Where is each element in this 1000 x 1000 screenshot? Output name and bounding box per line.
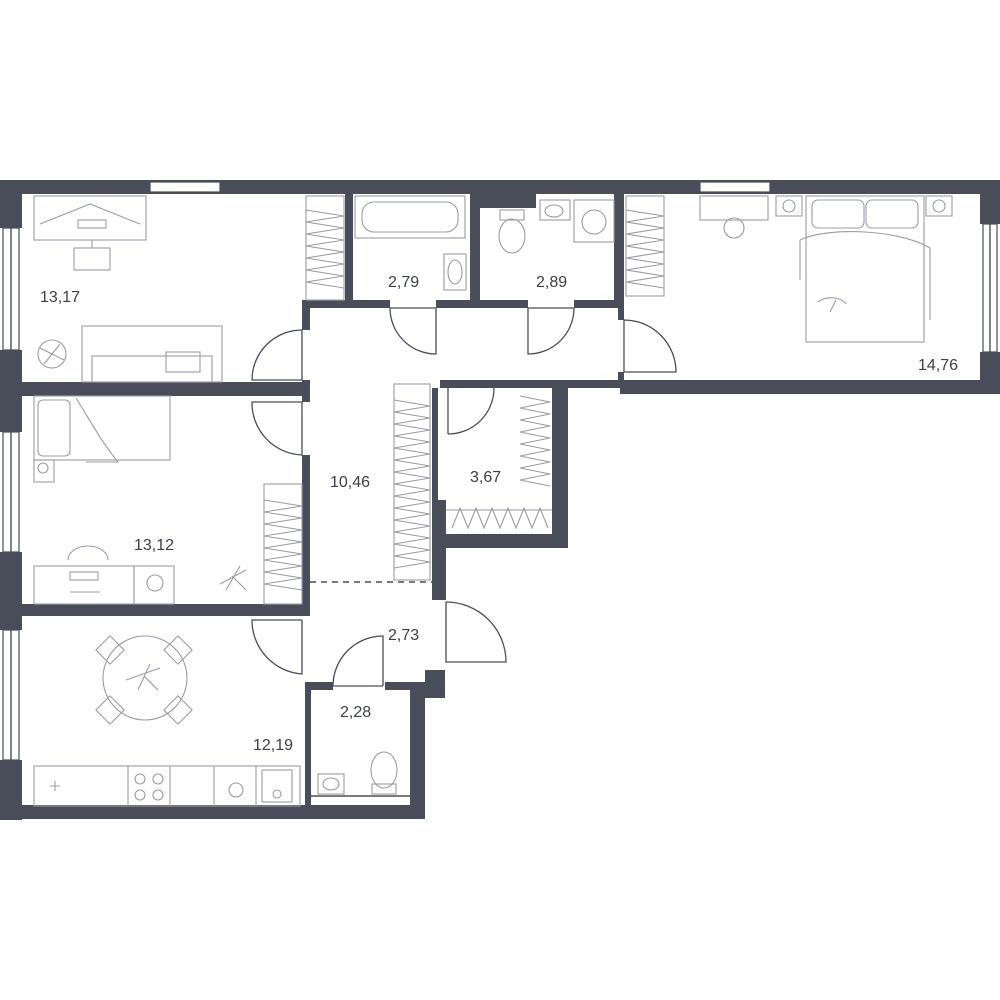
area-label-bedroom-middle-left: 13,12: [134, 537, 174, 554]
area-label-bedroom-top-left: 13,17: [40, 289, 80, 306]
area-label-wc: 2,28: [340, 704, 371, 721]
area-label-entrance: 2,73: [388, 627, 419, 644]
area-label-master-bedroom: 14,76: [918, 357, 958, 374]
area-label-bathroom: 2,79: [388, 274, 419, 291]
area-label-walk-in-closet: 3,67: [470, 469, 501, 486]
furniture: [33, 195, 953, 807]
windows: [2, 181, 998, 761]
doors: [251, 307, 677, 687]
room-labels: 13,17 2,79 2,89 14,76 13,12 10,46 3,67 1…: [40, 274, 958, 754]
area-label-bathroom-laundry: 2,89: [536, 274, 567, 291]
area-label-kitchen: 12,19: [253, 737, 293, 754]
area-label-hallway: 10,46: [330, 474, 370, 491]
walls: [0, 180, 1000, 820]
